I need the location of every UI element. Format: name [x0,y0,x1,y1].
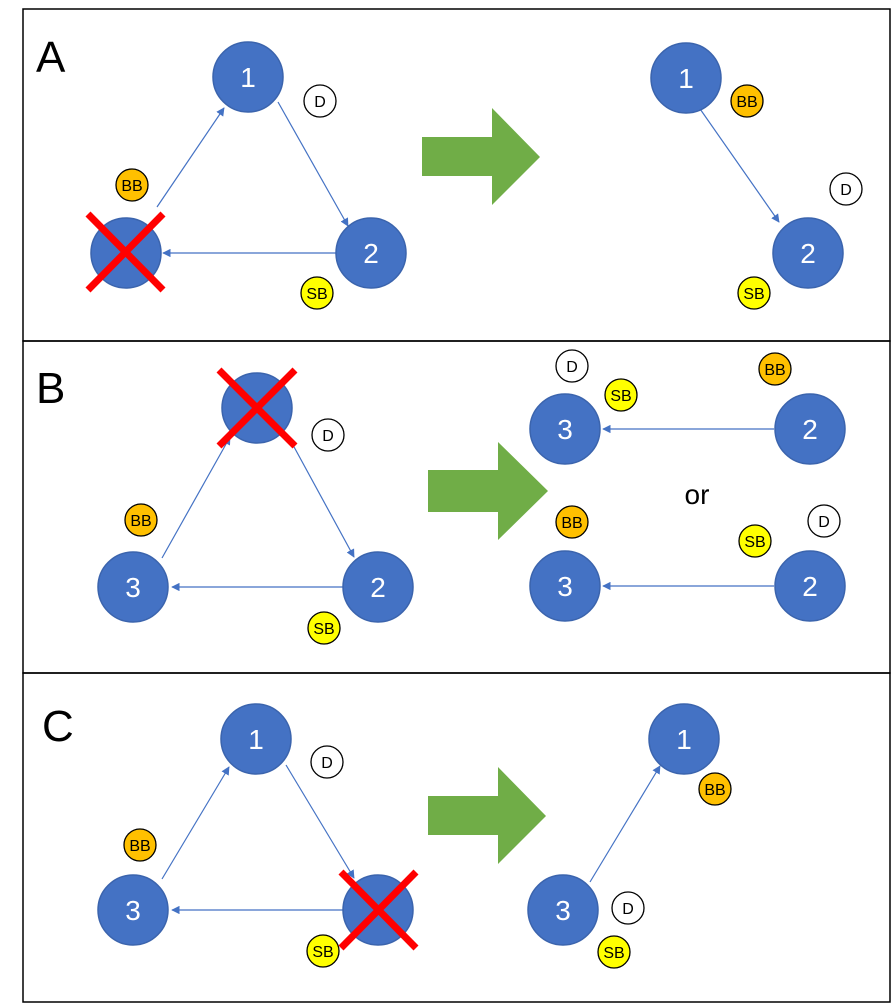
panel-b-option-2-dealer-chip: D [807,504,841,538]
svg-text:2: 2 [370,572,386,603]
svg-text:SB: SB [603,945,624,962]
svg-text:BB: BB [704,782,725,799]
panel-a-after-edge-1-to-2 [697,105,780,223]
svg-text:D: D [622,901,634,918]
svg-text:SB: SB [312,944,333,961]
svg-text:BB: BB [129,838,150,855]
panel-c-transition-arrow-icon [428,767,546,864]
svg-text:BB: BB [561,515,582,532]
panel-a-after-small-blind-chip: SB [737,276,771,310]
panel-c-node-3: 3 [97,874,169,946]
panel-b-edge-1-to-2 [286,433,355,558]
svg-text:1: 1 [240,62,256,93]
panel-c-edge-1-to-2 [285,764,355,879]
panel-b-transition-arrow-icon [428,442,548,540]
panel-b-or-label: or [685,479,710,510]
panel-c-big-blind-chip: BB [123,828,157,862]
panel-b-option-1-small-blind-chip: SB [604,378,638,412]
panel-c-after-dealer-chip: D [611,891,645,925]
panel-b-big-blind-chip: BB [124,503,158,537]
panel-c-after-edge-3-to-1 [589,765,661,883]
panel-a-after-node-1: 1 [650,42,722,114]
svg-text:2: 2 [802,571,818,602]
svg-text:D: D [818,514,830,531]
svg-text:D: D [322,428,334,445]
panel-a-edge-1-to-2 [277,101,349,227]
panel-a-small-blind-chip: SB [300,276,334,310]
panel-c-after-small-blind-chip: SB [597,935,631,969]
panel-b-small-blind-chip: SB [307,611,341,645]
panel-a-big-blind-chip: BB [115,168,149,202]
panel-a-edge-3-to-1 [156,107,225,208]
svg-text:SB: SB [313,621,334,638]
svg-text:3: 3 [125,572,141,603]
svg-text:BB: BB [736,94,757,111]
svg-text:1: 1 [248,724,264,755]
svg-text:2: 2 [802,414,818,445]
svg-text:SB: SB [744,534,765,551]
panel-a-after-big-blind-chip: BB [730,84,764,118]
svg-text:SB: SB [610,388,631,405]
panel-b-option-1-node-3: 3 [529,393,601,465]
panel-a-label: A [36,33,66,82]
svg-text:D: D [566,359,578,376]
svg-text:3: 3 [125,895,141,926]
panel-c-after-node-3: 3 [527,874,599,946]
panel-b-option-2-big-blind-chip: BB [555,505,589,539]
panel-a-transition-arrow-icon [422,108,540,205]
panel-c-label: C [42,702,74,751]
svg-text:3: 3 [557,571,573,602]
panel-b-node-2: 2 [342,551,414,623]
panel-b-option-2-node-2: 2 [774,550,846,622]
panel-c-dealer-chip: D [310,745,344,779]
panel-c-after-big-blind-chip: BB [698,772,732,806]
panel-a-after-node-2: 2 [772,217,844,289]
panel-c-node-1: 1 [220,703,292,775]
panel-b-option-1-big-blind-chip: BB [758,352,792,386]
svg-text:2: 2 [800,238,816,269]
panel-c-edge-3-to-1 [161,766,230,880]
panel-a-node-1: 1 [212,41,284,113]
panel-b-dealer-chip: D [311,418,345,452]
panel-b-option-2-node-3: 3 [529,550,601,622]
panel-b-option-1-dealer-chip: D [555,349,589,383]
panel-c-small-blind-chip: SB [306,934,340,968]
svg-text:1: 1 [678,63,694,94]
panel-c-border [22,672,891,1003]
panel-a-after-dealer-chip: D [829,172,863,206]
panel-c-after-node-1: 1 [648,703,720,775]
svg-text:D: D [840,182,852,199]
svg-text:SB: SB [306,286,327,303]
panel-b-node-3: 3 [97,551,169,623]
panel-b-edge-3-to-1 [161,436,231,559]
svg-text:3: 3 [555,895,571,926]
panel-b-option-2-small-blind-chip: SB [738,524,772,558]
svg-text:D: D [321,755,333,772]
svg-text:SB: SB [743,286,764,303]
svg-text:3: 3 [557,414,573,445]
panel-a-elimination-cross-icon [85,211,166,293]
panel-b-label: B [36,364,65,413]
svg-text:1: 1 [676,724,692,755]
panel-c-elimination-cross-icon [338,869,419,951]
panel-a-node-2: 2 [335,217,407,289]
panel-b-option-1-node-2: 2 [774,393,846,465]
panel-a-dealer-chip: D [303,84,337,118]
svg-text:BB: BB [121,178,142,195]
svg-text:BB: BB [130,513,151,530]
svg-text:2: 2 [363,238,379,269]
svg-text:BB: BB [764,362,785,379]
svg-text:D: D [314,94,326,111]
panel-b-elimination-cross-icon [216,367,298,449]
